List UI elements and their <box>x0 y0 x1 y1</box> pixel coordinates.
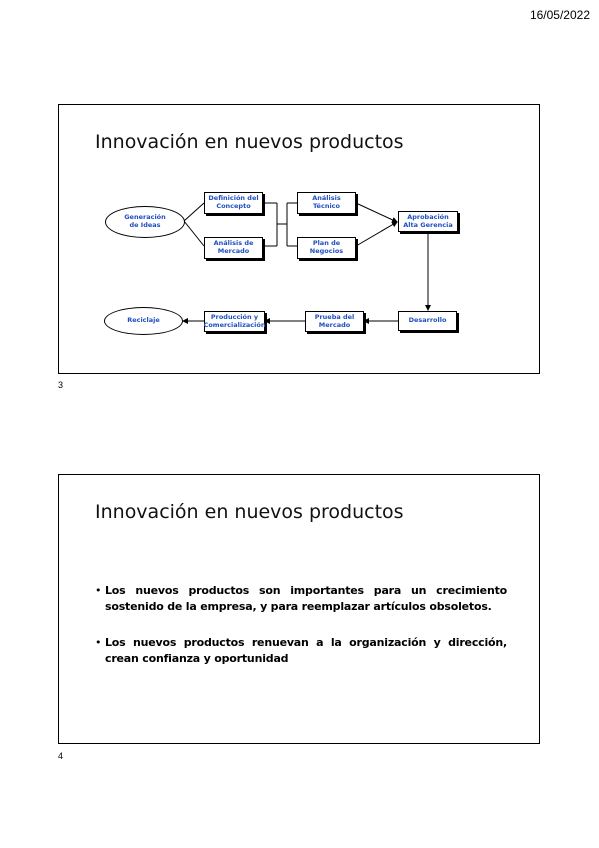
node-aprobacion-alta-gerencia: Aprobación Alta Gerencia <box>398 211 458 232</box>
page-date: 16/05/2022 <box>529 8 590 22</box>
bullet-text: Los nuevos productos son importantes par… <box>105 584 507 613</box>
process-diagram: Generación de Ideas Definición del Conce… <box>59 105 539 373</box>
bullet-dot-icon: • <box>95 584 102 597</box>
slide-title: Innovación en nuevos productos <box>95 501 404 523</box>
node-definicion-concepto: Definición del Concepto <box>204 192 263 214</box>
node-analisis-mercado: Análisis de Mercado <box>204 237 263 259</box>
bullet-list: •Los nuevos productos son importantes pa… <box>95 583 507 687</box>
diagram-connectors <box>182 202 431 324</box>
node-analisis-tecnico: Análisis Técnico <box>297 192 356 214</box>
slide-title: Innovación en nuevos productos <box>95 131 404 153</box>
page-number: 4 <box>58 751 64 761</box>
node-desarrollo: Desarrollo <box>398 311 457 331</box>
bullet-text: Los nuevos productos renuevan a la organ… <box>105 635 507 665</box>
page-number: 3 <box>58 380 64 390</box>
bullet-item: •Los nuevos productos son importantes pa… <box>95 583 507 615</box>
bullet-dot-icon: • <box>95 635 102 649</box>
slide-3: Innovación en nuevos productos <box>58 104 540 374</box>
node-plan-negocios: Plan de Negocios <box>297 237 356 259</box>
node-prueba-mercado: Prueba del Mercado <box>305 311 364 332</box>
node-produccion-comercializacion: Producción y Comercialización <box>204 311 265 332</box>
node-reciclaje: Reciclaje <box>104 307 183 335</box>
slide-4: Innovación en nuevos productos •Los nuev… <box>58 474 540 744</box>
bullet-item: •Los nuevos productos renuevan a la orga… <box>95 635 507 667</box>
node-generacion-ideas: Generación de Ideas <box>105 206 185 238</box>
